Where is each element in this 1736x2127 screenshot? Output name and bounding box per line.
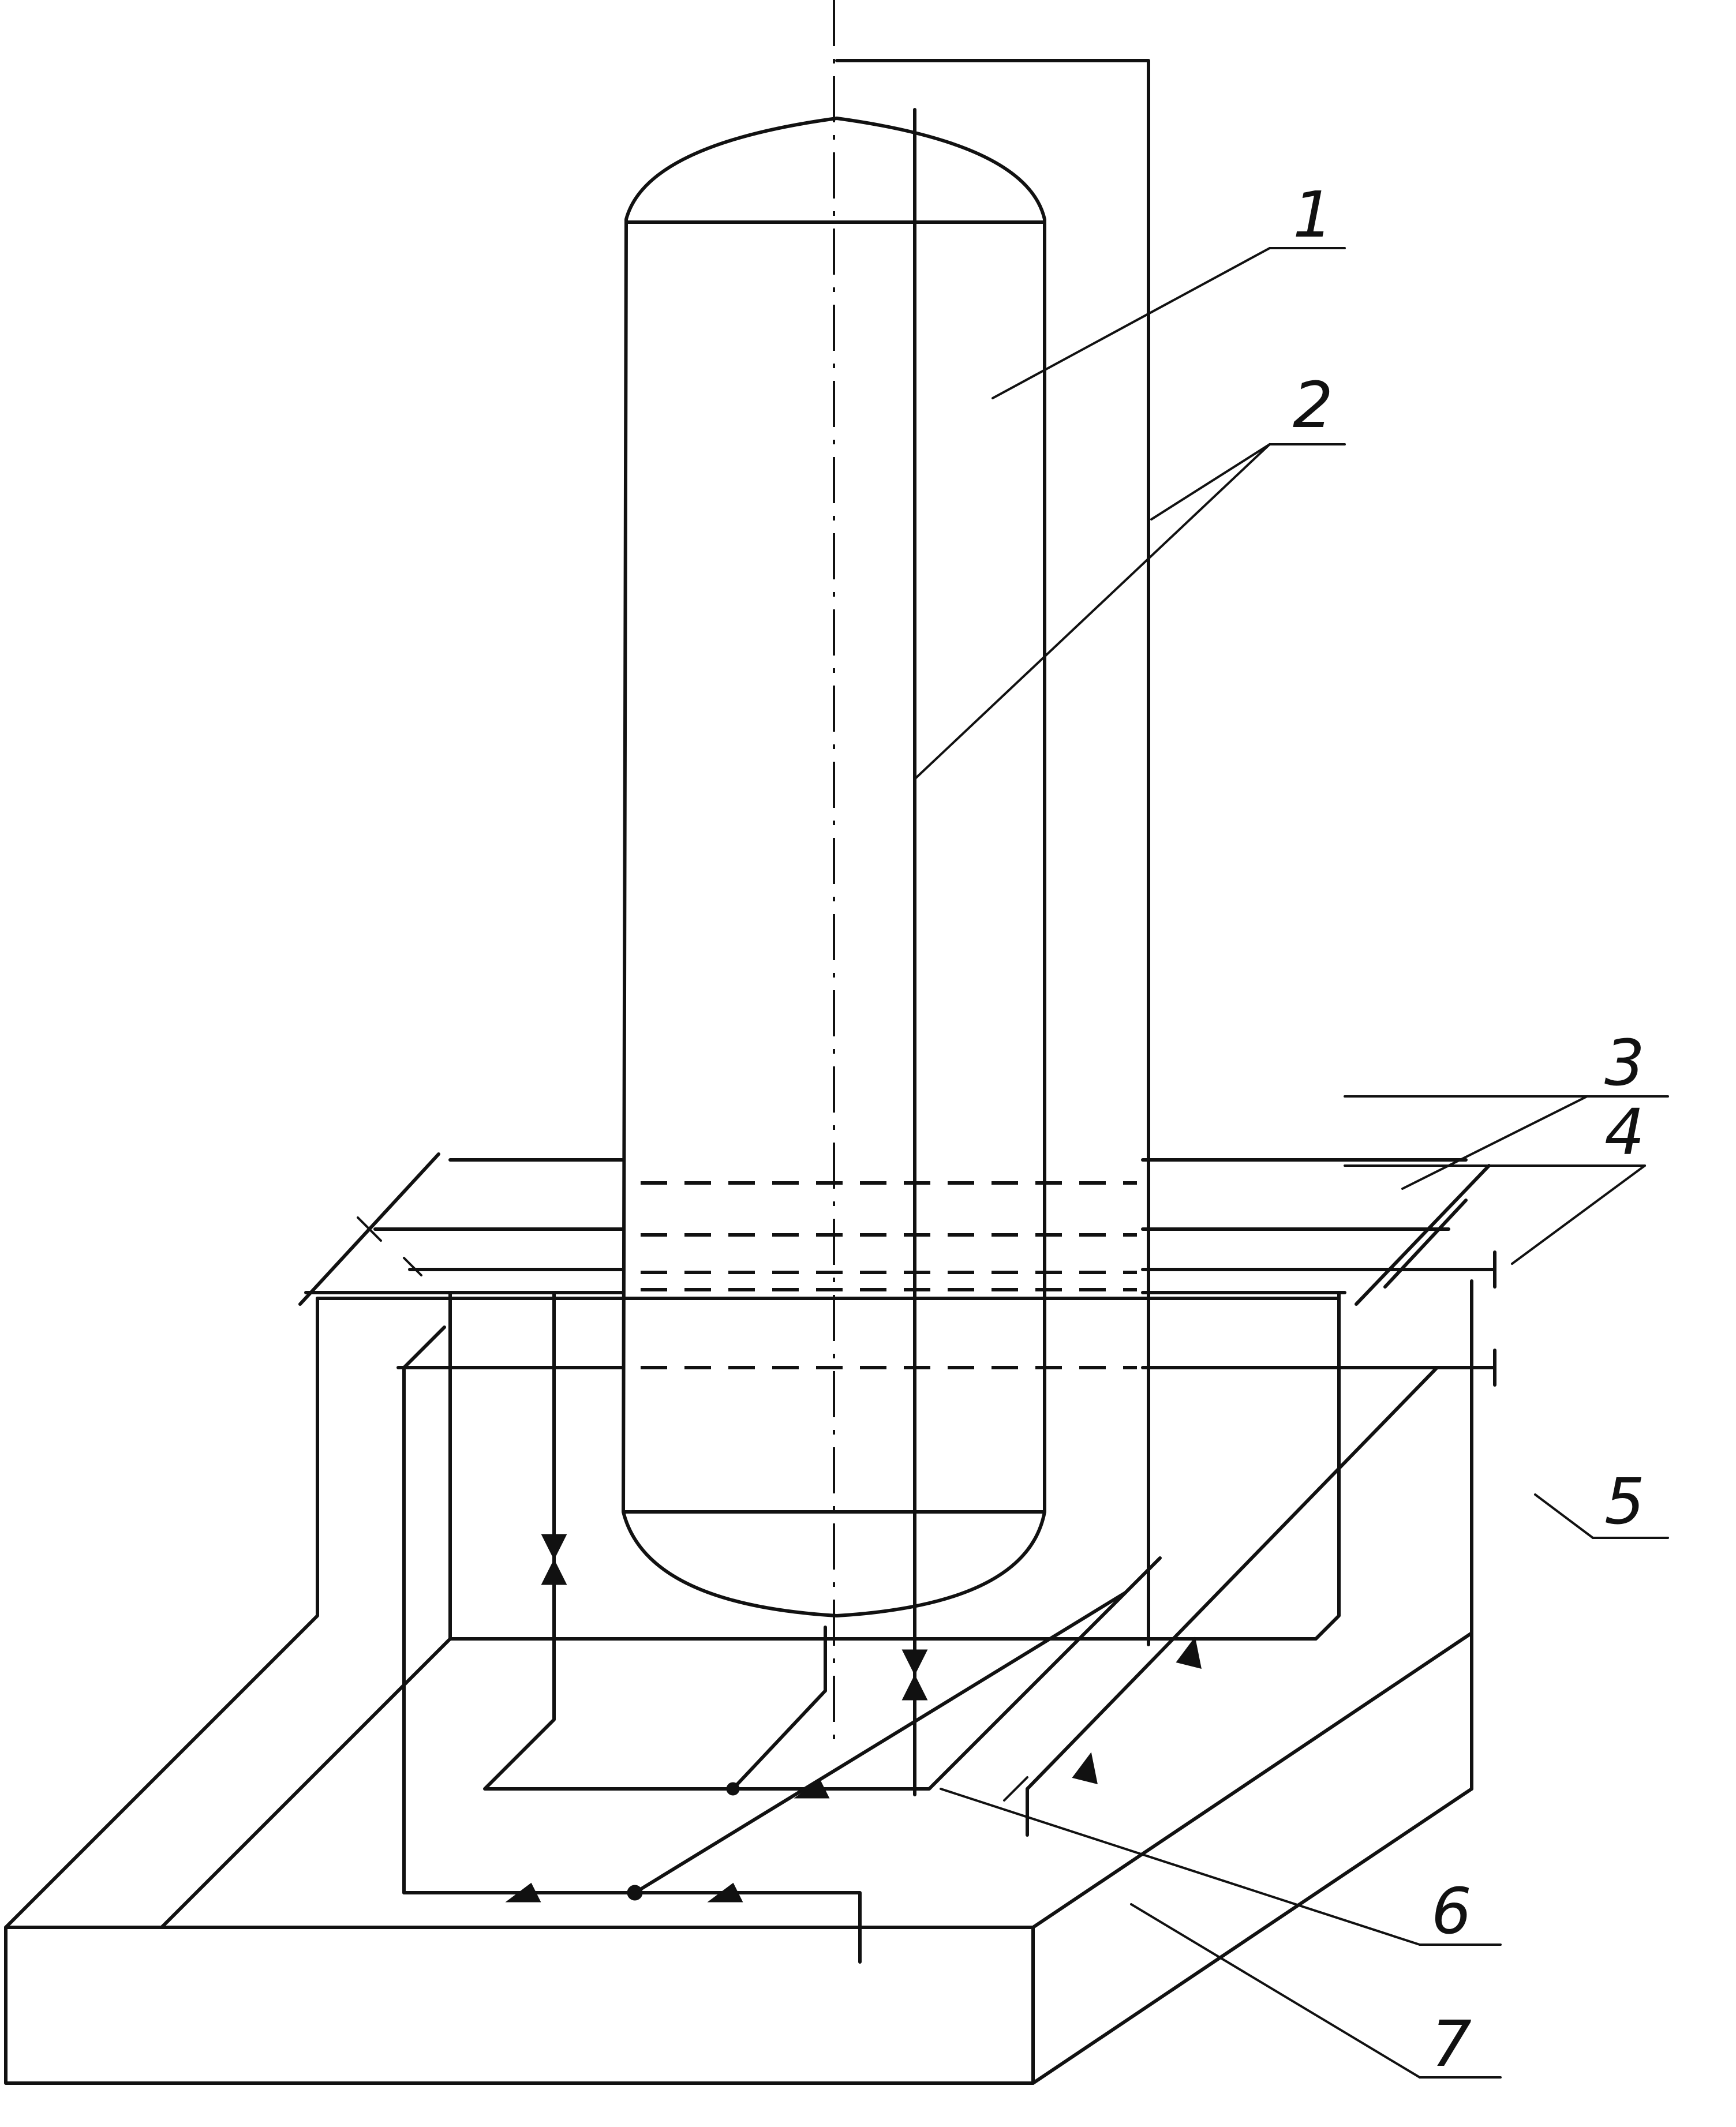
label-4: 4 (1604, 1095, 1645, 1169)
part-labels: 1 2 3 4 5 6 7 (1293, 178, 1645, 2081)
vessel (622, 117, 1046, 1617)
leader-lines (914, 247, 1669, 2079)
label-2: 2 (1293, 368, 1333, 442)
label-5: 5 (1604, 1465, 1645, 1538)
label-1: 1 (1293, 178, 1333, 252)
label-3: 3 (1604, 1026, 1645, 1100)
valves (505, 1534, 1202, 1903)
label-7: 7 (1431, 2007, 1472, 2081)
pipes (402, 59, 1439, 1964)
base-slab (4, 1631, 1473, 2085)
pedestal (4, 1279, 1473, 1929)
platform-frame (298, 1152, 1496, 1894)
label-6: 6 (1431, 1874, 1472, 1948)
hidden-lines (577, 1181, 1137, 1641)
